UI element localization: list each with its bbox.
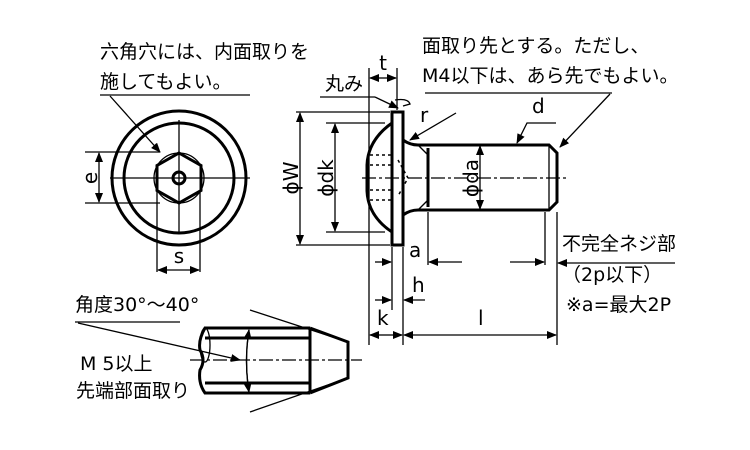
note-point-2: M4以下は、あら先でもよい。	[422, 65, 678, 87]
note-a-max: ※a=最大2P	[566, 294, 671, 316]
dim-r: r	[420, 103, 429, 127]
dim-l: l	[478, 306, 484, 330]
dim-s: s	[174, 244, 184, 268]
dim-t: t	[379, 51, 387, 75]
dim-a: a	[409, 238, 421, 262]
note-angle: 角度30°〜40°	[75, 294, 199, 316]
note-point-1: 面取り先とする。ただし、	[422, 35, 649, 57]
note-m5-1: M 5以上	[80, 353, 153, 375]
dim-e: e	[78, 172, 102, 184]
dim-k: k	[377, 306, 389, 330]
dim-d: d	[532, 94, 545, 118]
side-view: ϕW ϕdk ϕda t 丸み r d a h	[279, 51, 675, 345]
dim-da: ϕda	[459, 159, 483, 197]
note-hex-socket-1: 六角穴には、内面取りを	[100, 41, 309, 63]
point-detail	[77, 309, 362, 413]
note-rounding: 丸み	[325, 73, 363, 95]
front-view: e s	[78, 109, 250, 274]
note-hex-socket-2: 施してもよい。	[100, 71, 231, 93]
note-incomplete-thread-limit: （2p以下）	[562, 264, 662, 286]
note-m5-2: 先端部面取り	[76, 380, 190, 402]
dim-h: h	[412, 273, 425, 297]
dim-w: ϕW	[279, 161, 303, 194]
note-incomplete-thread: 不完全ネジ部	[562, 233, 676, 255]
dim-dk: ϕdk	[314, 159, 338, 197]
